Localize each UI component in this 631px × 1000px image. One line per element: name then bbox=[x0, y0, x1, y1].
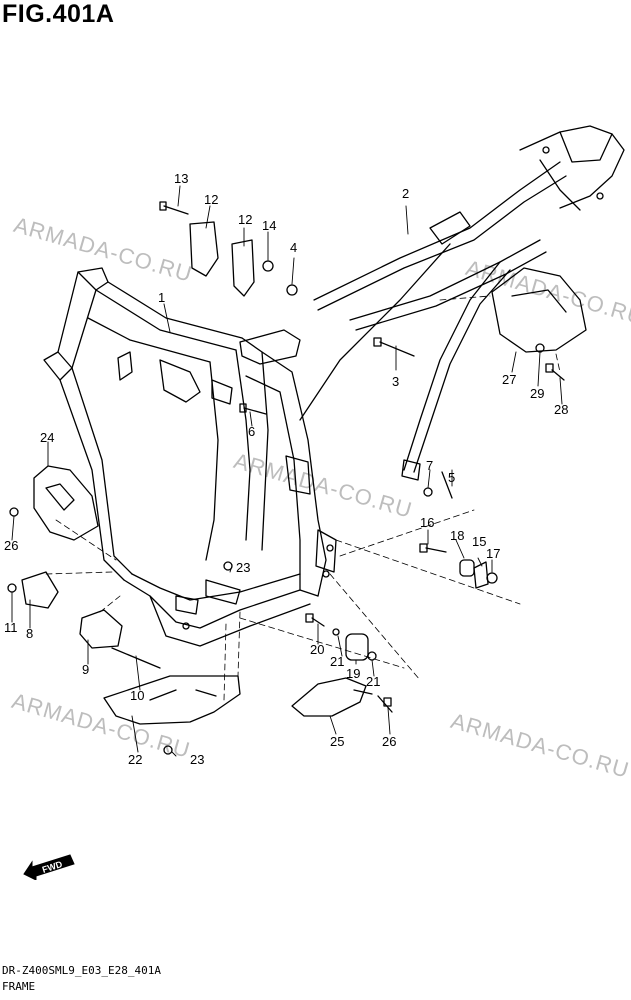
callout-8: 8 bbox=[26, 626, 33, 641]
callout-7: 7 bbox=[426, 458, 433, 473]
bracket-24[interactable] bbox=[33, 465, 99, 541]
callout-25: 25 bbox=[330, 734, 344, 749]
forward-direction-icon: FWD bbox=[23, 854, 75, 880]
callout-1: 1 bbox=[158, 290, 165, 305]
leader-lines bbox=[11, 185, 563, 757]
callout-20: 20 bbox=[310, 642, 324, 657]
callout-6: 6 bbox=[248, 424, 255, 439]
footer-code: DR-Z400SML9_E03_E28_401A bbox=[2, 964, 161, 977]
callout-24: 24 bbox=[40, 430, 54, 445]
callout-27: 27 bbox=[502, 372, 516, 387]
callout-10: 10 bbox=[130, 688, 144, 703]
guard-25[interactable] bbox=[291, 677, 367, 717]
callout-13: 13 bbox=[174, 171, 188, 186]
footer-caption: FRAME bbox=[2, 980, 36, 993]
callout-5: 5 bbox=[448, 470, 455, 485]
callout-26a: 26 bbox=[4, 538, 18, 553]
battery-box-27[interactable] bbox=[491, 267, 587, 353]
callout-15: 15 bbox=[472, 534, 486, 549]
callout-26b: 26 bbox=[382, 734, 396, 749]
hardware bbox=[7, 201, 565, 755]
main-frame[interactable] bbox=[43, 267, 337, 647]
callout-12a: 12 bbox=[204, 192, 218, 207]
rear-subframe[interactable] bbox=[299, 125, 625, 481]
callout-21b: 21 bbox=[366, 674, 380, 689]
skid-plate-22[interactable] bbox=[103, 675, 241, 725]
reference-lines bbox=[45, 295, 561, 701]
callout-3: 3 bbox=[392, 374, 399, 389]
callout-12b: 12 bbox=[238, 212, 252, 227]
callout-17: 17 bbox=[486, 546, 500, 561]
callout-16: 16 bbox=[420, 515, 434, 530]
callout-labels: 1 2 3 4 5 6 7 8 9 10 11 12 12 13 14 15 1… bbox=[4, 171, 568, 767]
callout-28: 28 bbox=[554, 402, 568, 417]
callout-21a: 21 bbox=[330, 654, 344, 669]
bracket-9[interactable] bbox=[79, 609, 123, 649]
callout-23b: 23 bbox=[190, 752, 204, 767]
callout-29: 29 bbox=[530, 386, 544, 401]
callout-19: 19 bbox=[346, 666, 360, 681]
callout-23a: 23 bbox=[236, 560, 250, 575]
callout-22: 22 bbox=[128, 752, 142, 767]
bracket-8[interactable] bbox=[21, 571, 59, 609]
forward-label: FWD bbox=[41, 859, 64, 875]
callout-11: 11 bbox=[4, 620, 18, 635]
callout-18: 18 bbox=[450, 528, 464, 543]
callout-14: 14 bbox=[262, 218, 276, 233]
callout-4: 4 bbox=[290, 240, 297, 255]
bracket-12b[interactable] bbox=[231, 239, 255, 297]
callout-2: 2 bbox=[402, 186, 409, 201]
bracket-12a[interactable] bbox=[189, 221, 219, 277]
figure-title: FIG.401A bbox=[2, 0, 115, 28]
callout-9: 9 bbox=[82, 662, 89, 677]
